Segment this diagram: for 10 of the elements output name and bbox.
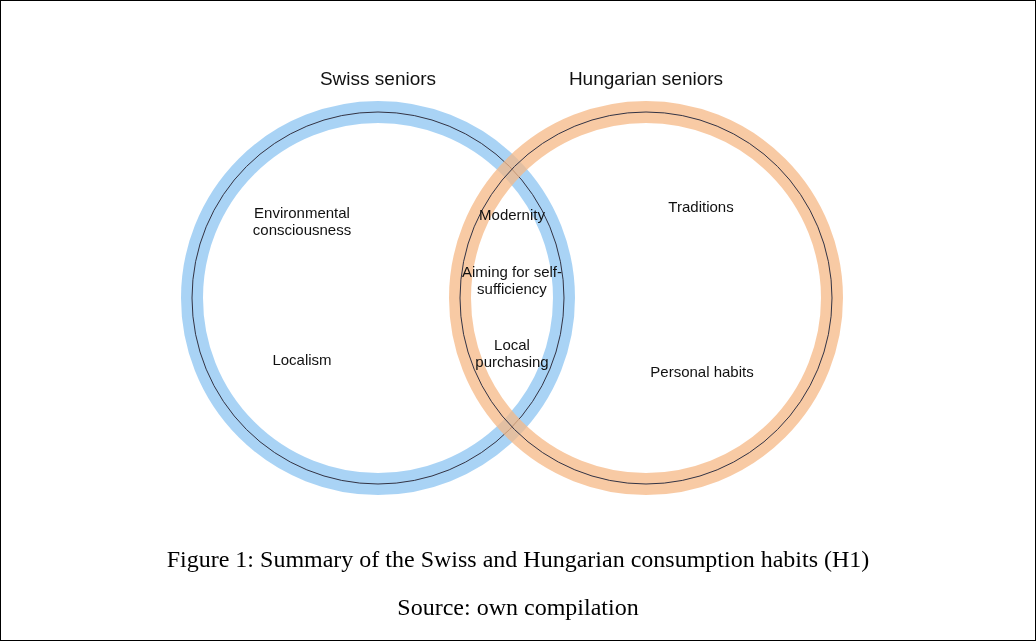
set-item-label: Localism: [271, 351, 333, 368]
set-item-label: Traditions: [667, 198, 735, 215]
set-item-label: Modernity: [478, 206, 546, 223]
set-item-label: Aiming for self-sufficiency: [461, 263, 563, 297]
set-title: Hungarian seniors: [567, 68, 725, 90]
source-note: Source: own compilation: [396, 594, 640, 621]
set-item-label: Local purchasing: [474, 336, 550, 370]
figure-caption: Figure 1: Summary of the Swiss and Hungarian consumption habits (H1): [165, 546, 871, 573]
set-item-label: Personal habits: [649, 363, 755, 380]
set-item-label: Environmental consciousness: [251, 204, 353, 238]
